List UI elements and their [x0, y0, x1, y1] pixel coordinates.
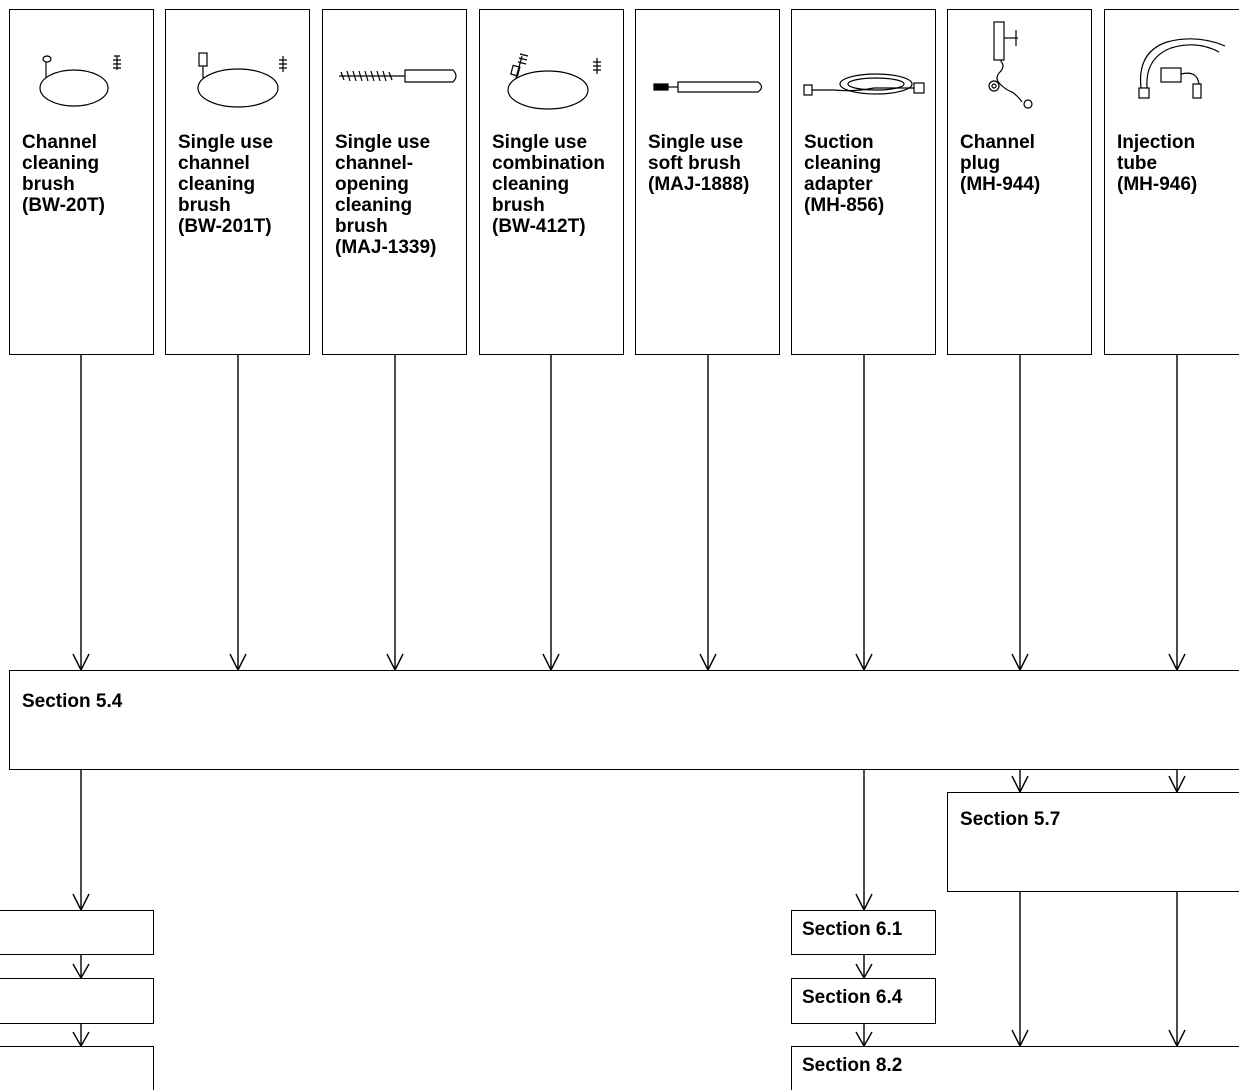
section-6-1-label: Section 6.1: [802, 919, 903, 940]
section-5-4-label: Section 5.4: [22, 691, 123, 712]
item-label: Injection tube (MH-946): [1117, 132, 1198, 195]
item-box-soft-brush: Single use soft brush (MAJ-1888): [635, 9, 780, 355]
item-label: Channel plug (MH-944): [960, 132, 1041, 195]
single-use-channel-cleaning-brush-icon: [197, 52, 287, 108]
item-label: Suction cleaning adapter (MH-856): [804, 132, 885, 216]
section-8-2-box: Section 8.2: [791, 1046, 1239, 1090]
section-6-4-box: Section 6.4: [791, 978, 936, 1024]
channel-plug-icon: [988, 21, 1033, 109]
item-label: Channel cleaning brush (BW-20T): [22, 132, 105, 216]
item-box-channel-opening-brush: Single use channel- opening cleaning bru…: [322, 9, 467, 355]
item-box-channel-cleaning-brush: Channel cleaning brush (BW-20T): [9, 9, 154, 355]
left-step-box-1: [0, 910, 154, 955]
section-8-2-label: Section 8.2: [802, 1055, 903, 1076]
section-5-4-box: Section 5.4: [9, 670, 1239, 770]
item-box-single-use-channel-cleaning-brush: Single use channel cleaning brush (BW-20…: [165, 9, 310, 355]
section-5-7-box: Section 5.7: [947, 792, 1239, 892]
injection-tube-icon: [1138, 38, 1226, 99]
item-box-channel-plug: Channel plug (MH-944): [947, 9, 1092, 355]
item-label: Single use channel- opening cleaning bru…: [335, 132, 437, 258]
item-label: Single use combination cleaning brush (B…: [492, 132, 605, 237]
item-box-suction-cleaning-adapter: Suction cleaning adapter (MH-856): [791, 9, 936, 355]
suction-cleaning-adapter-icon: [803, 73, 925, 96]
left-step-box-2: [0, 978, 154, 1024]
section-6-4-label: Section 6.4: [802, 987, 903, 1008]
channel-cleaning-brush-icon: [39, 55, 121, 107]
item-box-combination-cleaning-brush: Single use combination cleaning brush (B…: [479, 9, 624, 355]
combination-cleaning-brush-icon: [507, 53, 601, 110]
channel-opening-brush-icon: [339, 69, 457, 83]
section-6-1-box: Section 6.1: [791, 910, 936, 955]
item-box-injection-tube: Injection tube (MH-946): [1104, 9, 1239, 355]
item-label: Single use channel cleaning brush (BW-20…: [178, 132, 274, 237]
section-5-7-label: Section 5.7: [960, 809, 1061, 830]
item-label: Single use soft brush (MAJ-1888): [648, 132, 750, 195]
left-step-box-3: [0, 1046, 154, 1090]
soft-brush-icon: [653, 81, 763, 93]
